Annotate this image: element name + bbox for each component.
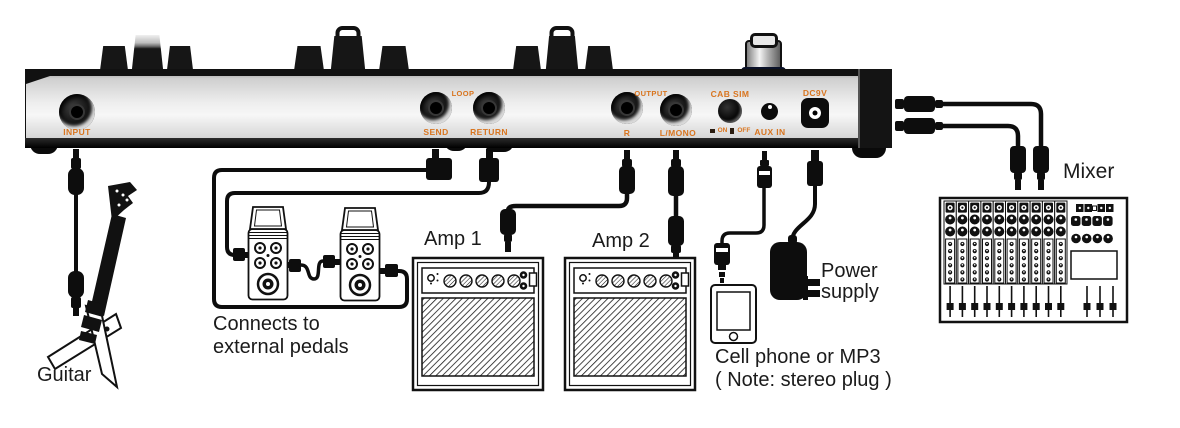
guitar-cable — [68, 149, 84, 316]
return-jack — [473, 92, 505, 124]
guitar-illustration — [46, 182, 137, 390]
power-label-line2: supply — [821, 281, 879, 303]
panel-top-edge — [25, 69, 890, 76]
aux-cable — [714, 151, 772, 283]
mixer-label: Mixer — [1063, 160, 1115, 183]
dc-power-socket — [801, 98, 829, 128]
mixer-cable-1 — [895, 96, 1049, 190]
dc9v-label: DC9V — [802, 88, 828, 98]
external-pedal-1 — [247, 205, 289, 301]
amp2-label: Amp 2 — [592, 230, 650, 252]
power-label-line1: Power — [821, 260, 878, 282]
cab-sim-label: CAB SIM — [710, 89, 750, 99]
panel-corner-shade — [26, 76, 50, 84]
pedals-label-line1: Connects to — [213, 313, 320, 335]
cab-on-icon — [709, 128, 715, 133]
cab-off-label: OFF — [737, 127, 751, 134]
panel-bottom-edge — [25, 138, 890, 148]
send-jack — [420, 92, 452, 124]
panel-right-endcap — [858, 69, 892, 148]
output-r-jack — [611, 92, 643, 124]
output-lmono-jack — [660, 94, 692, 126]
input-label: INPUT — [63, 127, 91, 137]
send-label: SEND — [423, 127, 449, 137]
loop-label: LOOP — [451, 89, 475, 98]
guitar-label: Guitar — [37, 364, 92, 386]
cab-sim-onoff-labels: ON OFF — [703, 127, 757, 134]
amp2-illustration — [563, 256, 697, 392]
cab-on-label: ON — [717, 127, 728, 134]
aux-in-jack — [761, 103, 778, 120]
mixer-cable-2 — [895, 118, 1026, 190]
output-lmono-cable — [668, 150, 684, 261]
amp1-illustration — [411, 256, 545, 392]
pedal-patch-cable — [284, 255, 340, 281]
power-supply-illustration — [770, 150, 823, 300]
pedals-label-line2: external pedals — [213, 336, 349, 358]
mixer-illustration — [938, 196, 1129, 324]
cab-sim-button — [718, 99, 742, 123]
phone-label-line2: ( Note: stereo plug ) — [715, 369, 892, 391]
phone-label-line1: Cell phone or MP3 — [715, 346, 881, 368]
external-pedal-2 — [339, 206, 381, 302]
output-label: OUTPUT — [634, 89, 668, 98]
cab-off-icon — [730, 127, 735, 134]
lmono-label: L/MONO — [659, 128, 697, 138]
loop-return-cable — [225, 149, 499, 261]
aux-in-label: AUX IN — [754, 127, 786, 137]
output-r-cable — [500, 150, 635, 252]
input-jack — [59, 94, 95, 130]
r-label: R — [623, 128, 631, 138]
amp1-label: Amp 1 — [424, 228, 482, 250]
loop-send-cable — [212, 149, 452, 309]
return-label: RETURN — [470, 127, 508, 137]
phone-illustration — [710, 284, 757, 344]
